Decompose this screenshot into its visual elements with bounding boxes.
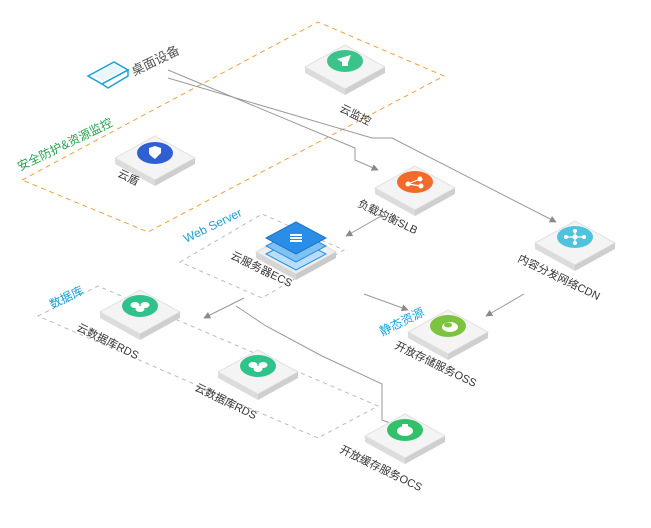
- rds-node-1[interactable]: 云数据库RDS: [75, 289, 182, 362]
- web-server-group-label: Web Server: [181, 205, 244, 245]
- cloud-monitor-icon: [327, 50, 363, 72]
- ecs-node[interactable]: 云服务器ECS: [229, 221, 338, 290]
- cache-icon: [387, 419, 423, 441]
- database-group-frame: [36, 285, 380, 439]
- shield-node[interactable]: 云盾: [113, 135, 197, 188]
- edge-ecs-oss: [363, 293, 409, 312]
- storage-icon: [430, 315, 466, 337]
- security-group-frame: [20, 21, 446, 233]
- edge-ecs-rds: [203, 297, 245, 319]
- edge-slb-ecs: [345, 214, 384, 237]
- cdn-node[interactable]: 内容分发网络CDN: [516, 220, 617, 303]
- edge-desktop-slb: [167, 69, 379, 171]
- edge-desktop-cdn: [167, 77, 557, 223]
- database-group-label: 数据库: [47, 282, 86, 311]
- hub-icon: [557, 226, 593, 248]
- edge-cdn-oss: [485, 293, 525, 317]
- edges: [167, 69, 557, 428]
- edge-ecs-ocs: [235, 305, 399, 428]
- rds-node-2[interactable]: 云数据库RDS: [193, 349, 300, 422]
- database-icon: [240, 355, 276, 377]
- desktop-label: 桌面设备: [129, 42, 182, 78]
- laptop-icon: [86, 61, 130, 89]
- ocs-node[interactable]: 开放缓存服务OCS: [338, 413, 447, 494]
- server-stack-icon: [264, 221, 328, 271]
- web-server-group-frame: [178, 213, 346, 299]
- desktop-node[interactable]: 桌面设备: [86, 42, 182, 89]
- slb-node[interactable]: 负载均衡SLB: [356, 165, 457, 237]
- network-share-icon: [397, 171, 433, 193]
- monitor-node[interactable]: 云监控: [303, 44, 387, 128]
- security-group-label: 安全防护&资源监控: [15, 115, 115, 174]
- shield-icon: [137, 142, 173, 164]
- database-icon: [122, 295, 158, 317]
- monitor-label: 云监控: [338, 101, 374, 128]
